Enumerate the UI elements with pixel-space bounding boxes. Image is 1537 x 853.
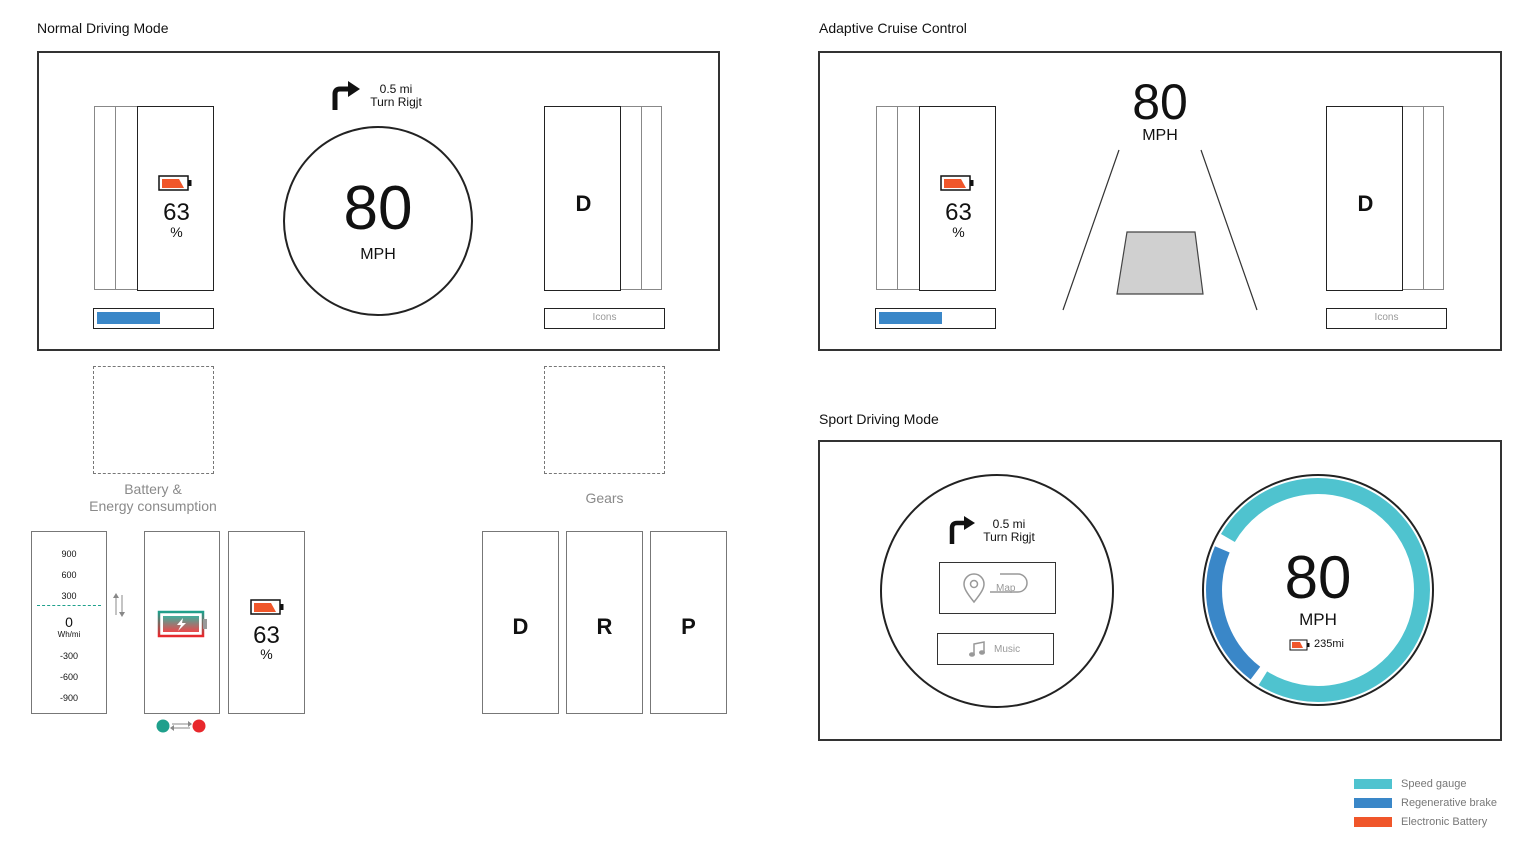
lead-vehicle-icon — [1116, 231, 1204, 295]
map-pin-route-icon — [963, 573, 1028, 604]
speedometer: 80 MPH — [283, 126, 473, 316]
gear-panel: D — [544, 106, 621, 291]
section-title-acc: Adaptive Cruise Control — [819, 20, 967, 36]
gear-current: D — [575, 191, 592, 216]
scale-divider — [37, 605, 101, 606]
scale-tick-neg900: -900 — [59, 693, 78, 703]
gear-option-p[interactable]: P — [650, 531, 727, 714]
turn-right-icon — [332, 81, 360, 110]
sport-info-circle — [880, 474, 1114, 708]
acc-icons-placeholder: Icons — [1326, 308, 1447, 329]
acc-battery-icon — [940, 175, 974, 191]
sport-battery-icon — [1289, 639, 1310, 651]
caption-gears: Gears — [585, 490, 624, 506]
speed-gauge-arc — [1220, 477, 1430, 702]
charging-battery-icon — [157, 610, 207, 638]
sport-speed-unit: MPH — [1299, 610, 1337, 629]
gear-option-p-label: P — [681, 614, 696, 639]
gear-option-r-label: R — [596, 614, 613, 639]
energy-bar-fill — [97, 312, 160, 324]
legend-swatch-regen — [1354, 798, 1392, 808]
icons-placeholder: Icons — [544, 308, 665, 329]
acc-battery-percent: 63 — [945, 199, 972, 226]
music-button-label: Music — [994, 644, 1021, 655]
battery-percent-sign-bottom: % — [260, 646, 273, 662]
gears-dashed-placeholder — [544, 366, 665, 474]
scale-zero: 0 — [65, 614, 73, 630]
acc-energy-bar-fill — [879, 312, 942, 324]
sport-speed-gauge — [1202, 474, 1434, 706]
scale-tick-neg300: -300 — [59, 651, 78, 661]
sport-nav-distance: 0.5 mi — [992, 517, 1026, 531]
sport-turn-right-icon — [949, 516, 975, 544]
music-note-icon — [969, 641, 985, 657]
music-button[interactable]: Music — [937, 633, 1054, 665]
scale-tick-300: 300 — [61, 591, 77, 601]
caption-battery: Battery & Energy consumption — [89, 481, 217, 514]
gear-option-d-label: D — [512, 614, 529, 639]
acc-gear-current: D — [1357, 191, 1374, 216]
section-title-sport: Sport Driving Mode — [819, 411, 939, 427]
energy-scale-panel: 900 600 300 0 Wh/mi -300 -600 -900 — [31, 531, 107, 714]
sport-speed-value: 80 — [1284, 544, 1352, 611]
scale-unit: Wh/mi — [57, 630, 81, 639]
battery-icon-small — [250, 599, 284, 615]
battery-dashed-placeholder — [93, 366, 214, 474]
scale-tick-600: 600 — [61, 570, 77, 580]
battery-percent: 63 — [163, 199, 190, 226]
battery-icon — [158, 175, 192, 191]
acc-speed-value: 80 — [1132, 74, 1188, 130]
battery-percent-sign: % — [170, 224, 183, 240]
acc-energy-bar — [875, 308, 996, 329]
battery-panel: 63 % — [137, 106, 214, 291]
energy-bar — [93, 308, 214, 329]
speed-value: 80 — [343, 174, 413, 243]
gear-option-d[interactable]: D — [482, 531, 559, 714]
nav-distance: 0.5 mi — [379, 82, 413, 96]
section-title-normal: Normal Driving Mode — [37, 20, 169, 36]
acc-battery-panel: 63 % — [919, 106, 996, 291]
nav-instruction: Turn Rigjt — [370, 95, 422, 109]
battery-percent-bottom: 63 — [253, 622, 280, 649]
sport-range: 235mi — [1314, 638, 1344, 650]
speed-unit: MPH — [360, 246, 396, 263]
legend-label-battery: Electronic Battery — [1401, 816, 1488, 828]
charging-panel — [144, 531, 220, 714]
map-button-label: Map — [996, 583, 1016, 594]
gear-option-r[interactable]: R — [566, 531, 643, 714]
up-down-arrows-icon — [113, 593, 125, 617]
regen-brake-arc — [1206, 546, 1261, 680]
charge-transfer-indicator — [156, 719, 206, 733]
battery-percent-panel: 63 % — [228, 531, 305, 714]
legend-label-speed: Speed gauge — [1401, 778, 1467, 790]
acc-battery-percent-sign: % — [952, 224, 965, 240]
legend-swatch-speed — [1354, 779, 1392, 789]
sport-nav-instruction: Turn Rigjt — [983, 530, 1035, 544]
scale-tick-900: 900 — [61, 549, 77, 559]
map-button[interactable]: Map — [939, 562, 1056, 614]
acc-speed-unit: MPH — [1142, 127, 1178, 144]
scale-tick-neg600: -600 — [59, 672, 78, 682]
acc-gear-panel: D — [1326, 106, 1403, 291]
legend-swatch-battery — [1354, 817, 1392, 827]
acc-road-lanes — [1062, 149, 1258, 311]
legend-label-regen: Regenerative brake — [1401, 797, 1498, 809]
